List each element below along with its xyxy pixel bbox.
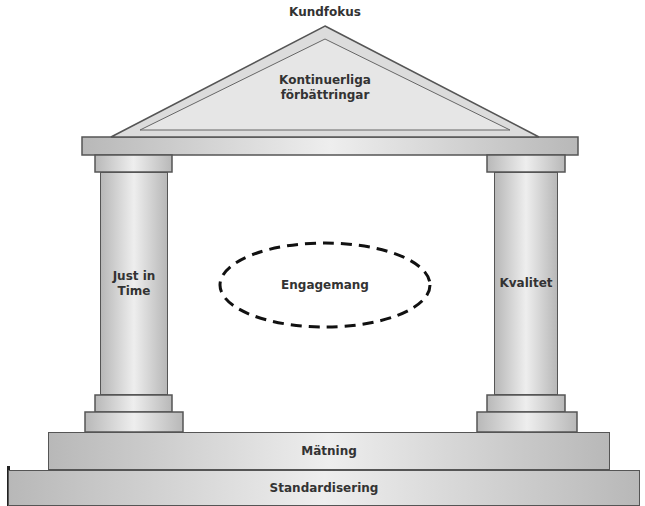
roof-outer bbox=[111, 26, 539, 137]
column-plinth bbox=[477, 412, 577, 432]
column-base bbox=[95, 395, 172, 412]
node-text: Standardisering bbox=[270, 481, 379, 496]
roof-triangle: Kontinuerliga förbättringar bbox=[110, 25, 540, 138]
node-text: Kvalitet bbox=[499, 276, 552, 291]
dashed-ring bbox=[220, 243, 430, 327]
column-plinth bbox=[85, 412, 183, 432]
roof-inner bbox=[140, 39, 510, 130]
dashed-ellipse: Engagemang bbox=[217, 240, 433, 330]
column-base bbox=[487, 395, 565, 412]
heading-label: Kundfokus bbox=[289, 5, 361, 19]
column-capital bbox=[487, 155, 565, 172]
pillar: Just in Time bbox=[100, 172, 168, 395]
node-text: Kontinuerliga förbättringar bbox=[240, 73, 410, 103]
foundation-step: Mätning bbox=[48, 432, 610, 470]
node-text: Mätning bbox=[301, 444, 357, 459]
node-text: Just in Time bbox=[105, 269, 163, 299]
foundation-base: Standardisering bbox=[8, 470, 640, 506]
pillar: Kvalitet bbox=[494, 172, 557, 395]
node-text: Engagemang bbox=[281, 278, 369, 293]
column-capital bbox=[95, 155, 172, 172]
entablature bbox=[82, 137, 578, 155]
